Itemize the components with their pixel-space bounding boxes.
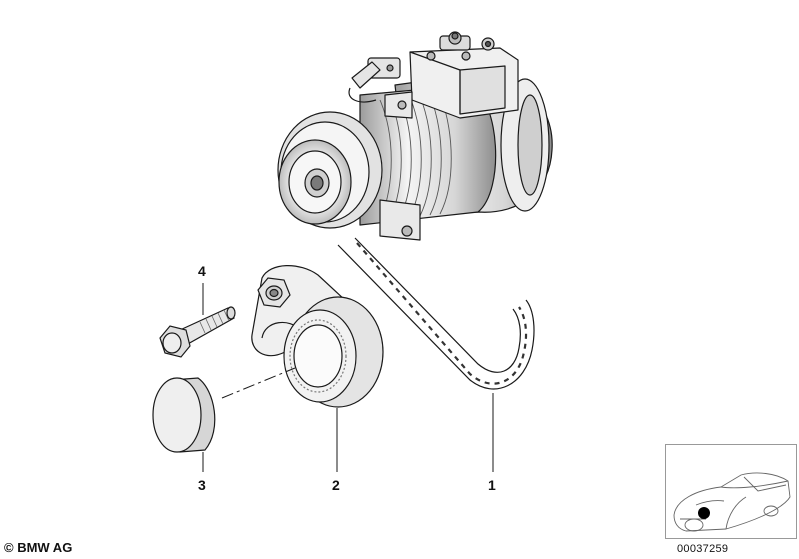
ac-compressor — [277, 31, 553, 241]
compressor-mount-bracket — [347, 91, 421, 241]
locator-marker — [698, 507, 710, 519]
image-number: 00037259 — [677, 543, 729, 555]
tensioner-bearing — [293, 324, 343, 388]
callout-4: 4 — [198, 263, 206, 279]
drive-belt-outer-edge — [337, 244, 535, 390]
hex-bolt — [159, 306, 236, 358]
drive-belt — [337, 237, 535, 390]
vehicle-locator-thumbnail — [665, 444, 797, 539]
cap — [152, 377, 216, 453]
cap-face — [152, 377, 202, 453]
callout-3: 3 — [198, 477, 206, 493]
leader-lines — [202, 283, 494, 472]
copyright-text: © BMW AG — [4, 540, 73, 555]
drive-belt-teeth — [356, 242, 528, 385]
callout-2: 2 — [332, 477, 340, 493]
compressor-port-fittings — [426, 31, 495, 61]
callout-1: 1 — [488, 477, 496, 493]
vehicle-outline-icon — [673, 472, 791, 532]
compressor-clutch-pulley — [278, 139, 352, 225]
drive-belt-inner-edge — [354, 237, 521, 373]
alignment-line — [221, 367, 296, 399]
tensioner-pulley — [251, 265, 384, 408]
compressor-electrical-connector — [348, 57, 401, 103]
tensioner-arm-nut — [257, 277, 291, 308]
